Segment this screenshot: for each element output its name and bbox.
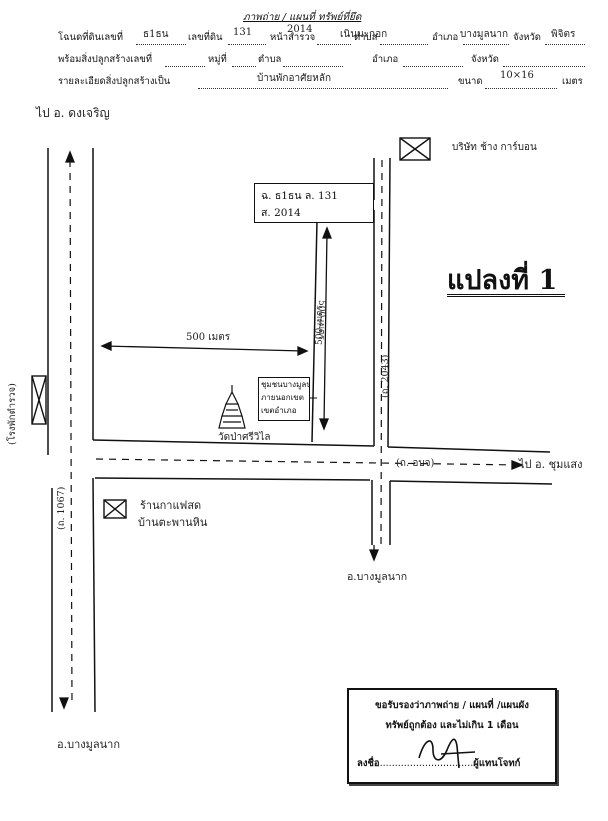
label-dist-vertical-2: 500 เมตร [315, 305, 325, 345]
dotline-province [545, 44, 585, 45]
center-mid [380, 159, 383, 546]
label-temple: วัดป่าศรีวิไล [218, 432, 271, 443]
value-land-no: 131 [233, 27, 253, 38]
deed-info-box: ฉ. ธ1ธน ล. 131 ส. 2014 [254, 183, 374, 223]
cert-line1: ขอรับรองว่าภาพถ่าย / แผนที่ /แผนผัง [375, 700, 529, 711]
certification-box: ขอรับรองว่าภาพถ่าย / แผนที่ /แผนผัง ทรัพ… [347, 688, 557, 784]
dotline-district-2 [403, 66, 463, 67]
dotline-size [485, 88, 557, 89]
dotline-building-no [165, 66, 205, 67]
label-dist-horizontal: 500 เมตร [186, 332, 231, 343]
label-shop-line1: ร้านกาแฟสด [140, 499, 202, 512]
form-title: ภาพถ่าย / แผนที่ ทรัพย์ที่ยึด [243, 12, 362, 23]
deed-box-line2: ส. 2014 [261, 207, 301, 219]
dim-horizontal [103, 345, 305, 352]
plot-title: แปลงที่ 1 [447, 265, 558, 296]
label-deed-no: โฉนดที่ดินเลขที่ [58, 32, 123, 43]
label-to-right: ไป อ. ชุมแสง [519, 458, 583, 471]
dotline-building-detail [198, 88, 448, 89]
owner-box-line3: เขตอำเภอ [261, 406, 297, 415]
value-building-detail: บ้านพักอาศัยหลัก [257, 73, 332, 84]
label-building-no: พร้อมสิ่งปลูกสร้างเลขที่ [58, 54, 153, 65]
label-to-bottom-left: อ.บางมูลนาก [57, 738, 120, 751]
dotline-survey-page [317, 44, 351, 45]
dotline-moo [232, 66, 256, 67]
arrow-down-left [59, 697, 69, 710]
label-land-no: เลขที่ดิน [188, 32, 223, 43]
center-left [69, 159, 73, 706]
value-province: พิจิตร [551, 29, 576, 40]
label-province-2: จังหวัด [471, 54, 499, 65]
road-left-inner-lower [92, 477, 96, 713]
value-subdistrict: เนินมะกอก [340, 29, 388, 40]
center-horiz [95, 458, 521, 466]
arrow-up-left [65, 150, 75, 163]
value-district: บางมูลนาก [460, 29, 509, 40]
plot-title-underline [447, 294, 565, 297]
deed-box-line1: ฉ. ธ1ธน ล. 131 [261, 190, 338, 202]
plot-line-left [311, 220, 318, 443]
dim-vertical [323, 231, 328, 426]
sign-role: ผู้แทนโจทก์ [473, 758, 521, 769]
road-mid-right [387, 157, 391, 448]
signature-mark [418, 738, 476, 769]
dotline-subdistrict [380, 44, 428, 45]
value-deed-no: ธ1ธน [143, 29, 169, 40]
label-police-station: (โรงพักตำรวจ) [7, 383, 18, 445]
label-building-detail: รายละเอียดสิ่งปลูกสร้างเป็น [58, 76, 171, 87]
owner-box-line1: ชุมชนบางมูลนาก [261, 380, 309, 389]
label-shop-line2: บ้านตะพานหิน [138, 516, 208, 529]
road-horiz-bottom [94, 477, 371, 481]
label-subdistrict: ตำบล [354, 32, 378, 43]
label-subdistrict-2: ตำบล [258, 54, 282, 65]
label-moo: หมู่ที่ [208, 54, 227, 65]
sign-label: ลงชื่อ [357, 758, 380, 769]
company-marker [399, 137, 431, 161]
signature-row: ลงชื่อ...............................ผู้… [357, 756, 520, 771]
label-district: อำเภอ [432, 32, 459, 43]
label-survey-page: หน้าสำรวจ [270, 32, 316, 43]
police-station-marker [31, 375, 47, 425]
dotline-district [463, 44, 509, 45]
label-district-2: อำเภอ [372, 54, 399, 65]
label-company: บริษัท ช้าง การ์บอน [452, 142, 537, 153]
owner-box: ชุมชนบางมูลนาก ภายนอกเขต เขตอำเภอ [258, 377, 310, 421]
value-size: 10×16 [500, 70, 534, 81]
dotline-subdistrict-2 [283, 66, 343, 67]
label-road-horiz: (ถ. อบจ) [396, 458, 435, 469]
label-to-top: ไป อ. ดงเจริญ [36, 106, 110, 120]
owner-box-line2: ภายนอกเขต [261, 393, 304, 402]
dotline-province-2 [503, 66, 585, 67]
value-survey-page: 2014 [287, 24, 313, 35]
label-road-left: (ถ. 1067) [56, 486, 67, 530]
arrow-right [511, 460, 524, 470]
road-horiz-bottom-right [389, 480, 553, 485]
dotline-deed-no [136, 44, 186, 45]
cert-line2: ทรัพย์ถูกต้อง และไม่เกิน 1 เดือน [385, 720, 519, 731]
road-horiz-top-right [387, 446, 551, 453]
label-road-mid: (ถ. 2043) [380, 354, 391, 398]
label-size: ขนาด [458, 76, 483, 87]
label-province: จังหวัด [513, 32, 541, 43]
temple-symbol [218, 385, 246, 429]
sign-dots: ............................... [379, 758, 474, 769]
road-horiz-top [92, 439, 375, 447]
label-unit: เมตร [562, 76, 583, 87]
label-to-bottom-mid: อ.บางมูลนาก [347, 571, 408, 583]
shop-marker [103, 499, 127, 519]
dotline-land-no [228, 44, 266, 45]
